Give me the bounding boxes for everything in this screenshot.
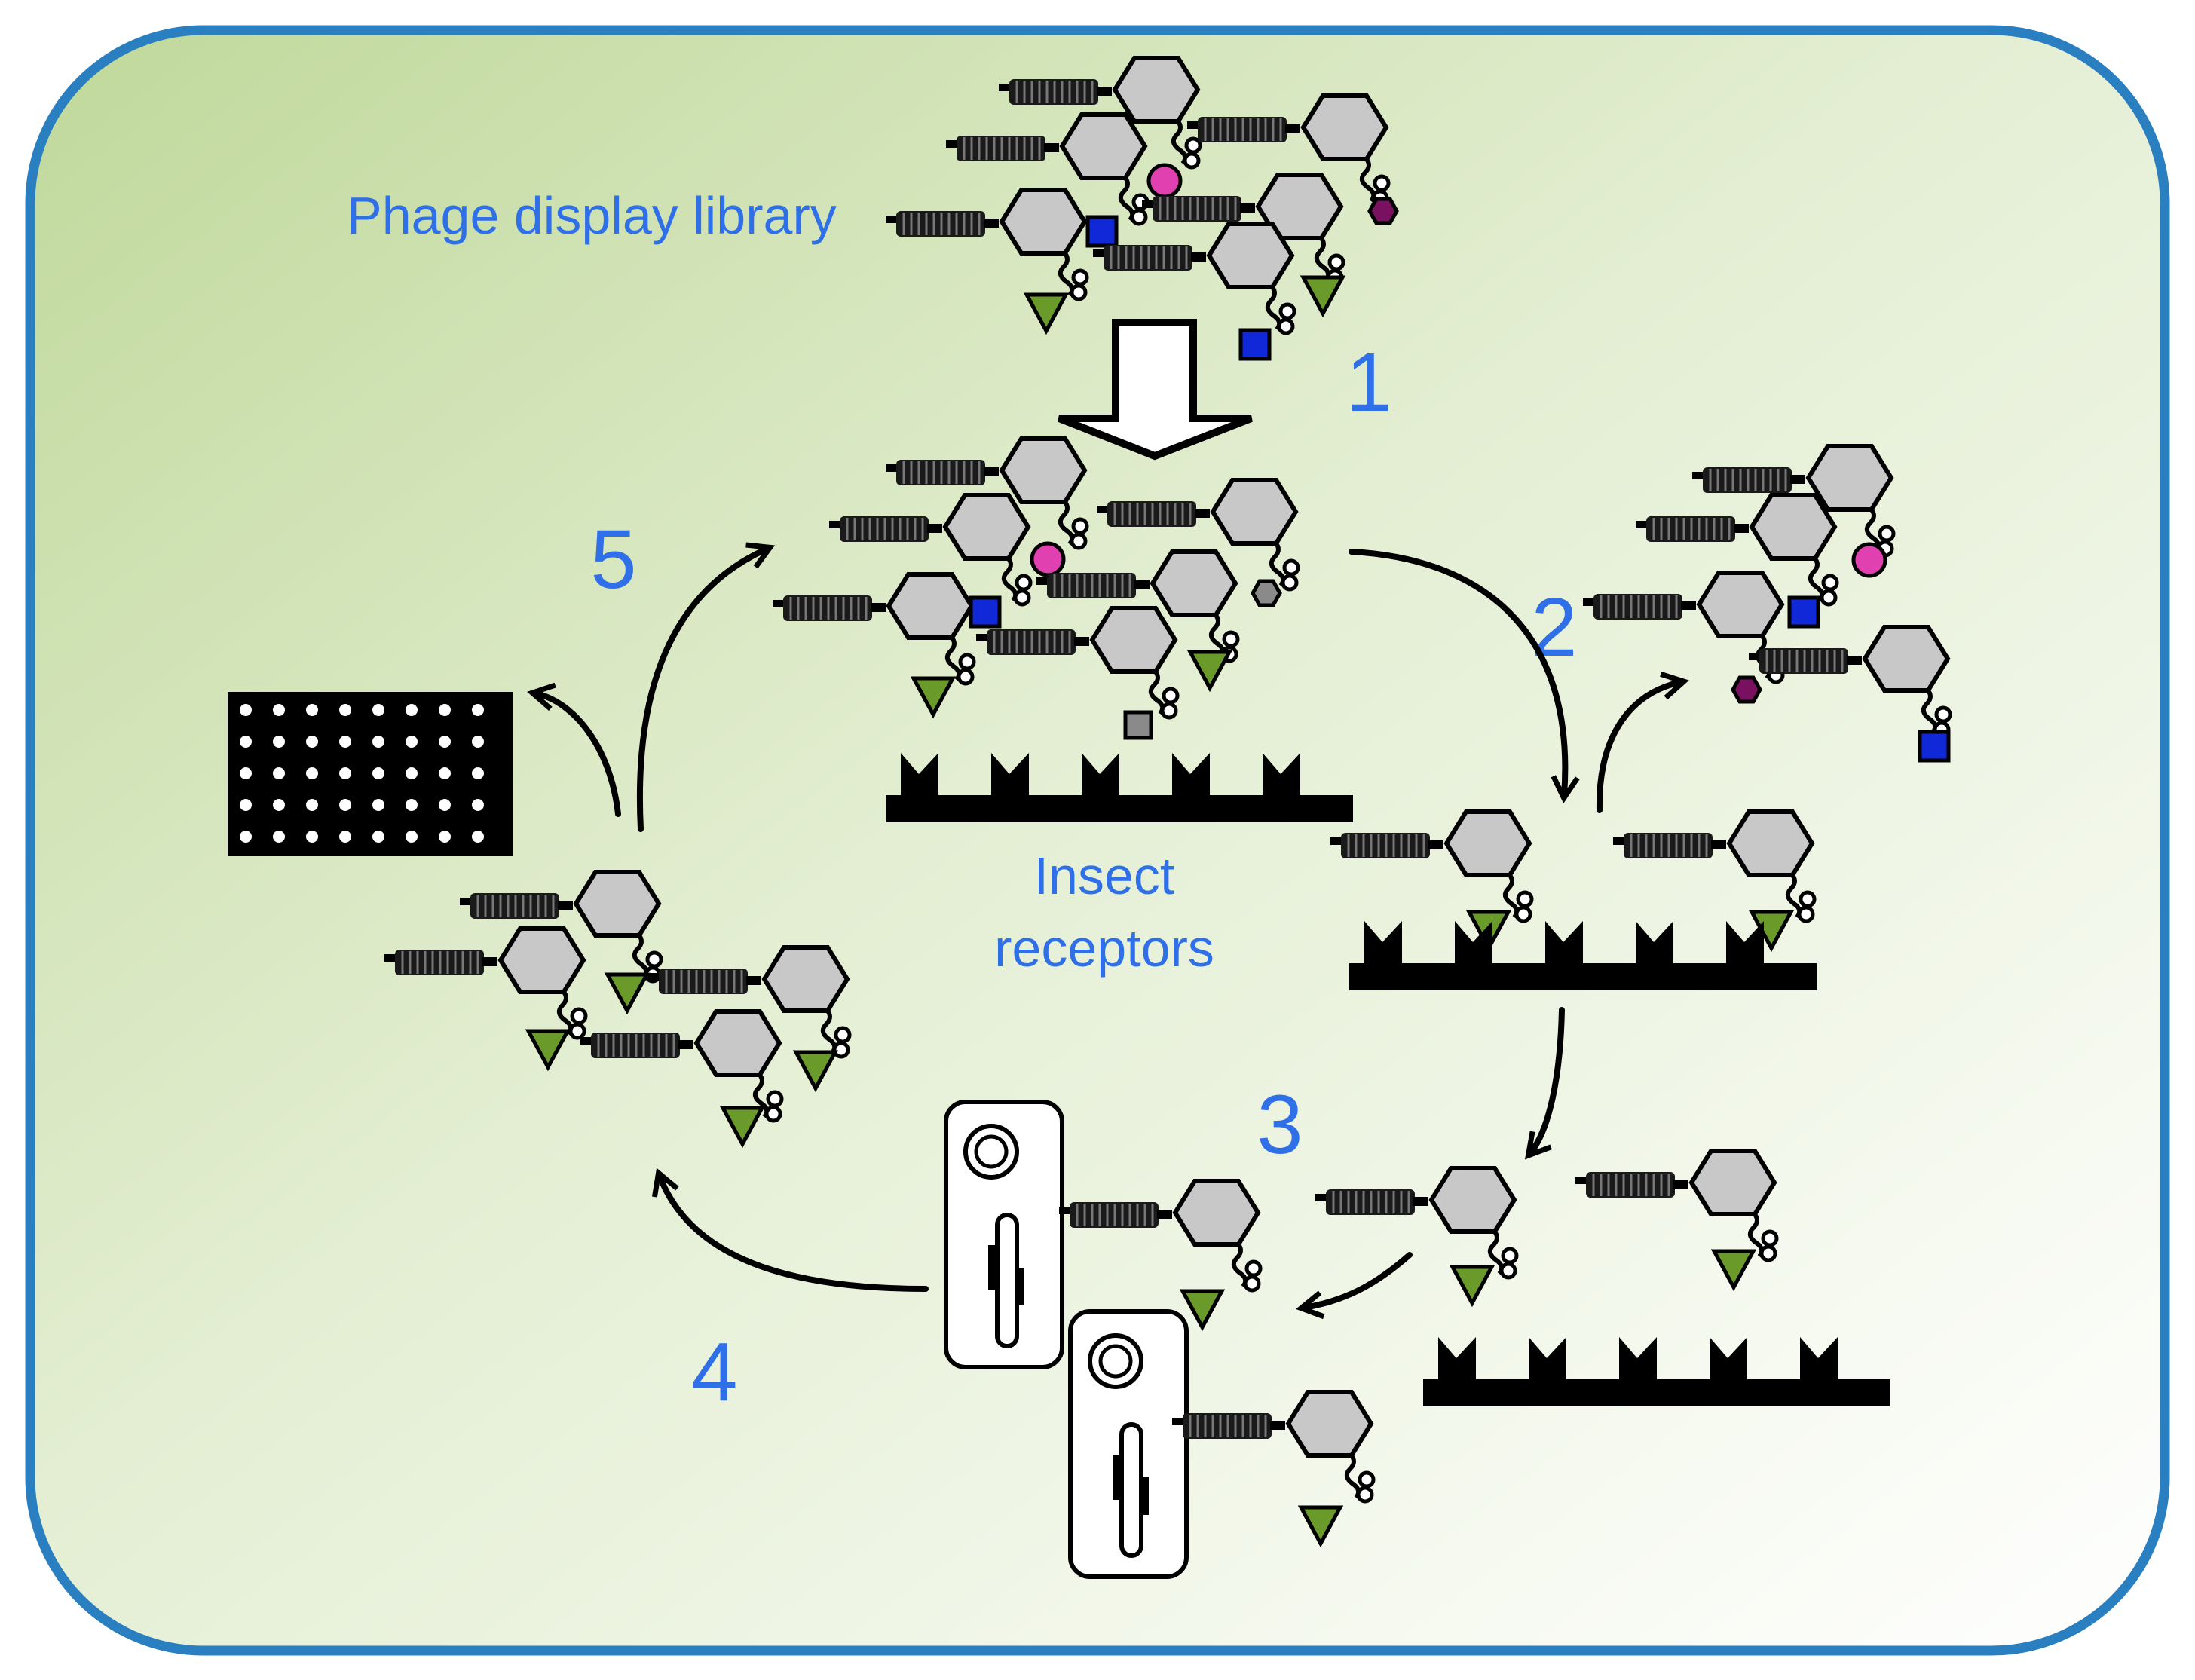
plate-well bbox=[372, 799, 384, 811]
arrow-to-plate bbox=[527, 682, 621, 817]
plate-well bbox=[240, 767, 252, 779]
step-2-label: 2 bbox=[1531, 581, 1577, 674]
plate-well bbox=[439, 704, 451, 716]
plate-well bbox=[372, 831, 384, 843]
plate-well bbox=[472, 831, 484, 843]
plate-well bbox=[339, 704, 351, 716]
library-label: Phage display library bbox=[347, 186, 837, 245]
plate-well bbox=[273, 704, 285, 716]
receptors-label-line1: Insect bbox=[1034, 846, 1175, 905]
plate-well bbox=[439, 799, 451, 811]
plate-well bbox=[339, 767, 351, 779]
plate-well bbox=[472, 736, 484, 748]
plate-well bbox=[273, 767, 285, 779]
plate-well bbox=[306, 831, 318, 843]
arrow-step-3-infect bbox=[1296, 1252, 1413, 1320]
plate-well bbox=[406, 799, 418, 811]
plate-well bbox=[406, 831, 418, 843]
diagram-frame bbox=[25, 25, 2170, 1656]
library-down-arrow bbox=[1058, 319, 1253, 461]
plate-well bbox=[372, 704, 384, 716]
plate-well bbox=[472, 767, 484, 779]
plate-well bbox=[406, 704, 418, 716]
arrow-step-2-down bbox=[1349, 549, 1580, 804]
plate-well bbox=[372, 736, 384, 748]
plate-well bbox=[240, 799, 252, 811]
plate-well bbox=[240, 736, 252, 748]
step-1-label: 1 bbox=[1345, 336, 1391, 429]
plate-well bbox=[306, 736, 318, 748]
plate-well bbox=[273, 799, 285, 811]
plate-well bbox=[406, 767, 418, 779]
arrow-step-3-down bbox=[1524, 1007, 1565, 1160]
arrow-step-2-away bbox=[1596, 672, 1689, 813]
plate-well bbox=[339, 799, 351, 811]
arrow-step-5-up bbox=[636, 542, 776, 832]
plate-well bbox=[306, 767, 318, 779]
microplate bbox=[228, 692, 513, 856]
plate-well bbox=[472, 704, 484, 716]
plate-well bbox=[240, 831, 252, 843]
plate-well bbox=[406, 736, 418, 748]
plate-well bbox=[273, 831, 285, 843]
plate-well bbox=[339, 831, 351, 843]
plate-well bbox=[273, 736, 285, 748]
arrow-step-4 bbox=[652, 1167, 929, 1292]
plate-well bbox=[472, 799, 484, 811]
step-5-label: 5 bbox=[590, 513, 636, 606]
step-4-label: 4 bbox=[691, 1326, 737, 1418]
plate-well bbox=[306, 799, 318, 811]
cycle-arrows bbox=[527, 542, 1689, 1320]
plate-well bbox=[240, 704, 252, 716]
plate-well bbox=[372, 767, 384, 779]
plate-well bbox=[439, 736, 451, 748]
plate-well bbox=[306, 704, 318, 716]
plate-well bbox=[439, 831, 451, 843]
receptors-label-line2: receptors bbox=[994, 919, 1214, 978]
plate-well bbox=[439, 767, 451, 779]
plate-well bbox=[339, 736, 351, 748]
step-3-label: 3 bbox=[1257, 1079, 1303, 1171]
